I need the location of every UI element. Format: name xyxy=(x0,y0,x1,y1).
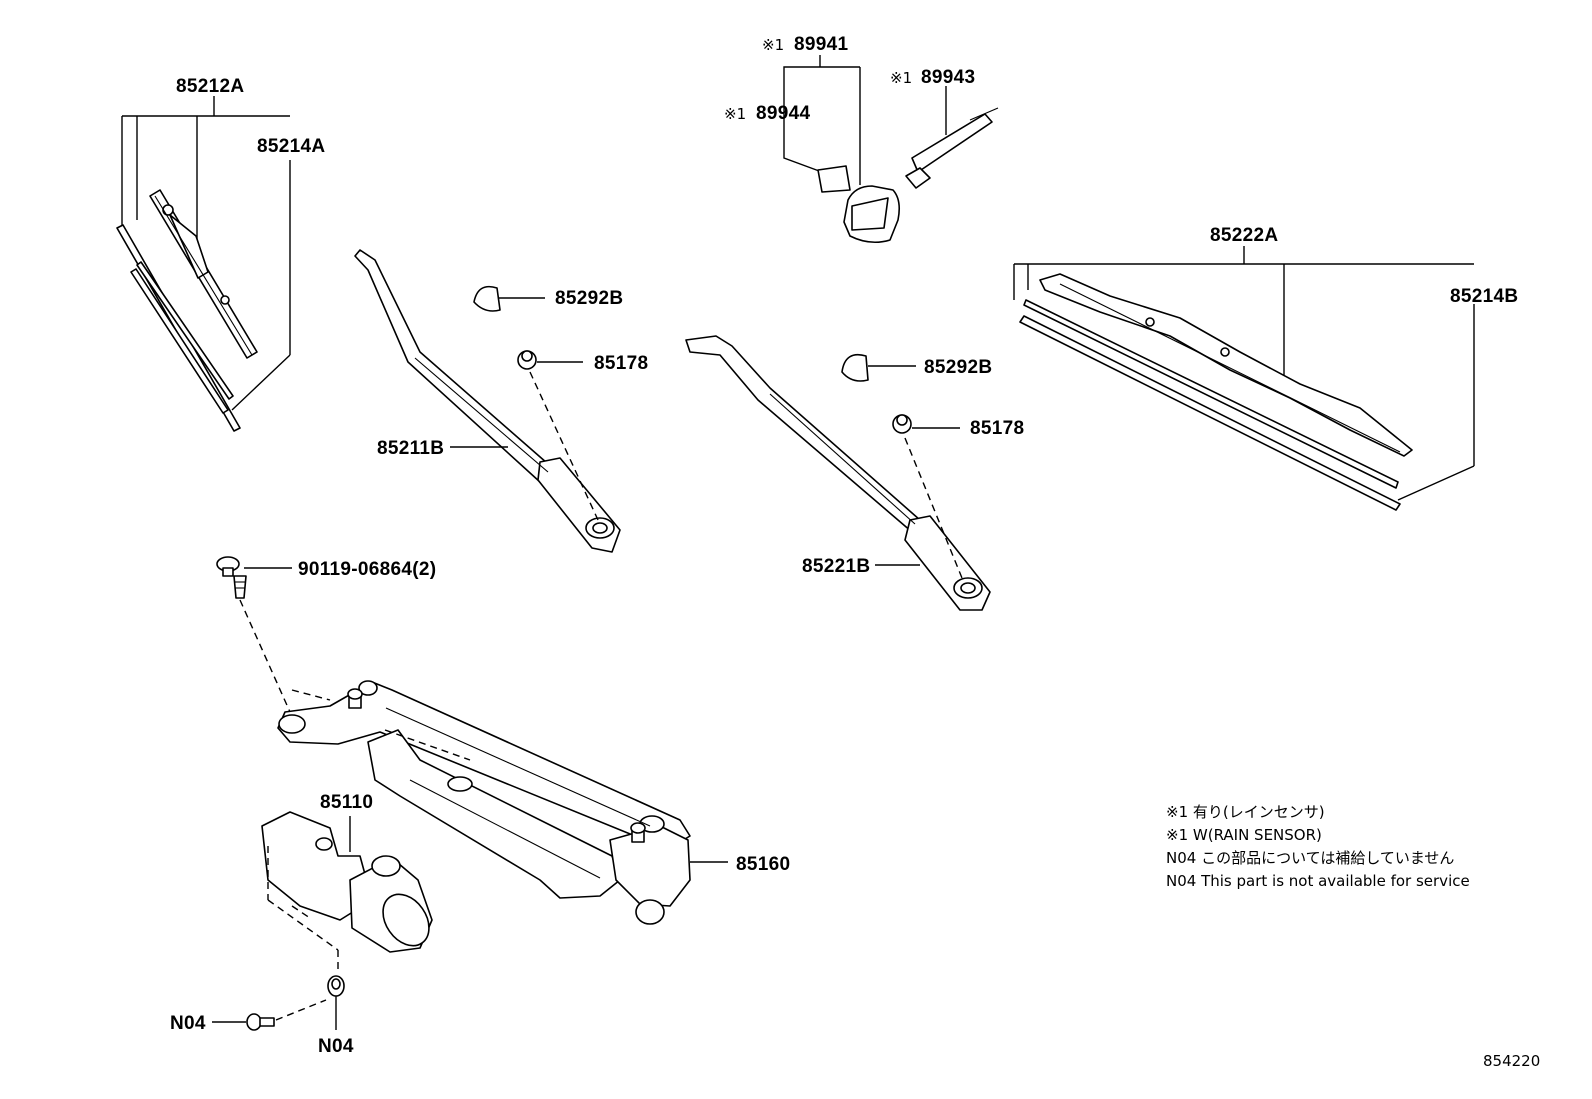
marker-89944: ※1 xyxy=(724,105,746,123)
marker-89943: ※1 xyxy=(890,69,912,87)
rain-sensor-parts xyxy=(783,55,999,244)
note-rain-sensor-en: ※1 W(RAIN SENSOR) xyxy=(1166,826,1322,844)
label-n04-nut: N04 xyxy=(318,1036,354,1057)
n04-fasteners xyxy=(212,975,345,1031)
legend-notes: ※1 有り(レインセンサ) ※1 W(RAIN SENSOR) N04 この部品… xyxy=(1166,803,1470,890)
label-89944: 89944 xyxy=(756,103,810,124)
diagram-id: 854220 xyxy=(1483,1052,1540,1070)
note-n04-jp: N04 この部品については補給していません xyxy=(1166,849,1454,867)
label-90119: 90119-06864(2) xyxy=(298,559,436,580)
wiper-linkage xyxy=(277,680,728,925)
right-wiper-arm xyxy=(685,335,991,611)
label-85214B: 85214B xyxy=(1450,286,1518,307)
label-85212A: 85212A xyxy=(176,76,244,97)
label-89941: 89941 xyxy=(794,34,848,55)
bolt-90119 xyxy=(216,556,292,713)
label-85292B-right: 85292B xyxy=(924,357,992,378)
label-85214A: 85214A xyxy=(257,136,325,157)
wiper-motor xyxy=(261,811,433,970)
part-labels: 85212A 85214A 85292B 85178 85211B ※1 899… xyxy=(170,34,1518,1057)
label-85221B: 85221B xyxy=(802,556,870,577)
note-n04-en: N04 This part is not available for servi… xyxy=(1166,872,1470,890)
note-rain-sensor-jp: ※1 有り(レインセンサ) xyxy=(1166,803,1325,821)
left-wiper-blade xyxy=(116,96,291,432)
label-85110: 85110 xyxy=(320,792,373,813)
label-85160: 85160 xyxy=(736,854,790,875)
label-n04-bolt: N04 xyxy=(170,1013,206,1034)
nut-left xyxy=(517,350,599,521)
nut-right xyxy=(892,414,963,579)
cap-right xyxy=(841,353,916,382)
cap-left xyxy=(473,285,545,312)
label-85178-left: 85178 xyxy=(594,353,648,374)
label-85292B-left: 85292B xyxy=(555,288,623,309)
label-85178-right: 85178 xyxy=(970,418,1024,439)
right-wiper-blade xyxy=(1013,246,1475,511)
label-85222A: 85222A xyxy=(1210,225,1278,246)
label-85211B: 85211B xyxy=(377,438,444,459)
label-89943: 89943 xyxy=(921,67,975,88)
left-wiper-arm xyxy=(354,249,621,553)
marker-89941: ※1 xyxy=(762,36,784,54)
